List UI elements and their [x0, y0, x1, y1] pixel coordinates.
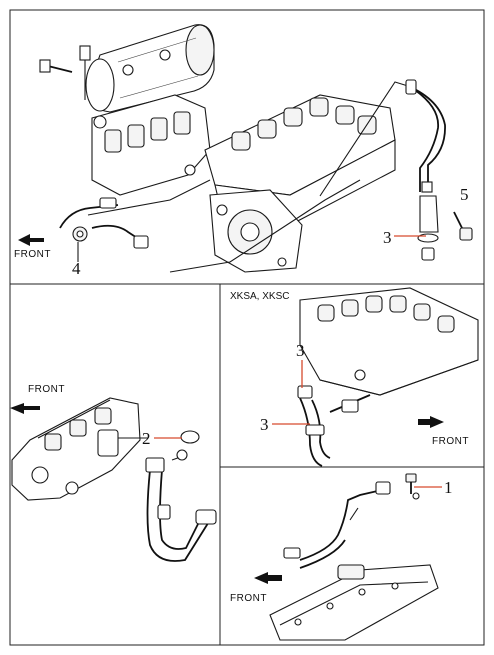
front-arrow-bottom-left	[10, 403, 40, 414]
intake-manifold-illustration	[11, 397, 217, 562]
variant-head-illustration	[297, 287, 479, 467]
front-arrow-bottom-right-upper	[418, 416, 444, 428]
front-label-bottom-left: FRONT	[28, 384, 65, 395]
callout-5-label: 5	[460, 185, 469, 204]
callout-4-label: 4	[72, 259, 81, 278]
panel-frames	[9, 9, 485, 646]
top-assembly-illustration	[39, 24, 473, 273]
front-label-variant: FRONT	[432, 436, 469, 447]
part-4-union	[72, 226, 88, 242]
variant-header: XKSA, XKSC	[230, 291, 289, 302]
front-label-top: FRONT	[14, 249, 51, 260]
front-arrow-top	[18, 234, 44, 246]
front-arrow-bottom-right-lower	[254, 572, 282, 584]
part-3-clip-top	[417, 195, 439, 243]
variant-cam-lobes	[317, 295, 455, 333]
part-2-o-ring	[180, 430, 200, 444]
oil-pan-illustration	[269, 473, 439, 641]
callout-3-label-top: 3	[383, 228, 392, 247]
part-5-bolt	[453, 211, 473, 241]
callout-3-label-variant-a: 3	[296, 341, 305, 360]
part-1-bolt	[405, 473, 417, 494]
callout-1-label: 1	[444, 478, 453, 497]
front-label-oil-pan: FRONT	[230, 593, 267, 604]
callout-2-label: 2	[142, 429, 151, 448]
callout-3-label-variant-b: 3	[260, 415, 269, 434]
cam-lobes	[231, 97, 377, 151]
